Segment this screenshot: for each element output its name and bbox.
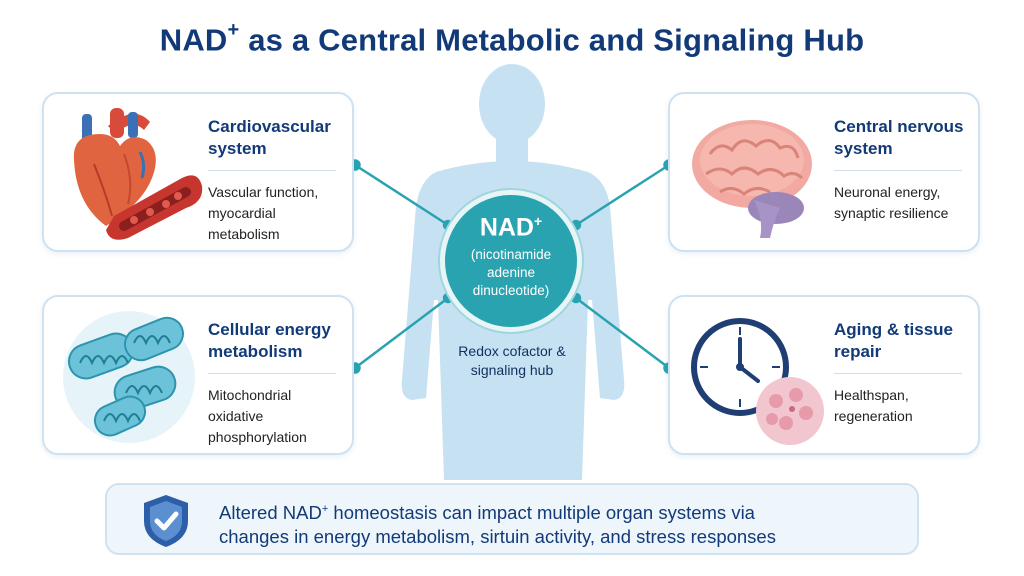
card-heading: Central nervous system: [834, 117, 964, 158]
divider: [208, 373, 336, 374]
card-heading: Aging & tissue repair: [834, 320, 954, 361]
card-description: Neuronal energy, synaptic resilience: [834, 184, 949, 221]
hub-title: NAD+: [479, 213, 543, 242]
divider: [834, 373, 962, 374]
connector-aging: [575, 297, 670, 369]
mitochondria-icon: [63, 311, 195, 443]
divider: [208, 170, 336, 171]
hub-caption: Redox cofactor & signaling hub: [458, 343, 566, 378]
summary-text: Altered NAD+ homeostasis can impact mult…: [219, 502, 776, 548]
card-description: Healthspan, regeneration: [834, 387, 913, 424]
hub-subtitle: (nicotinamide adenine dinucleotide): [470, 247, 552, 299]
card-cardiovascular: Cardiovascular system Vascular function,…: [42, 92, 354, 252]
heart-icon: [73, 108, 203, 240]
clock-icon: [691, 318, 824, 445]
tissue-icon: [756, 377, 824, 445]
summary-banner: Altered NAD+ homeostasis can impact mult…: [105, 483, 919, 555]
connector-cardio: [354, 163, 449, 227]
card-heading: Cellular energy metabolism: [208, 320, 331, 361]
card-aging-tissue-repair: Aging & tissue repair Healthspan, regene…: [668, 295, 980, 455]
card-heading: Cardiovascular system: [208, 117, 331, 158]
divider: [834, 170, 962, 171]
card-description: Vascular function, myocardial metabolism: [208, 184, 319, 242]
card-cellular-energy: Cellular energy metabolism Mitochondrial…: [42, 295, 354, 455]
shield-check-icon: [144, 495, 188, 547]
brain-icon: [692, 120, 812, 238]
nad-hub: NAD+ (nicotinamide adenine dinucleotide): [440, 190, 582, 332]
card-description: Mitochondrial oxidative phosphorylation: [208, 387, 307, 445]
page-title: NAD+ as a Central Metabolic and Signalin…: [159, 19, 865, 58]
card-central-nervous-system: Central nervous system Neuronal energy, …: [668, 92, 980, 252]
connector-cns: [575, 163, 670, 227]
connector-cellular: [354, 297, 449, 369]
